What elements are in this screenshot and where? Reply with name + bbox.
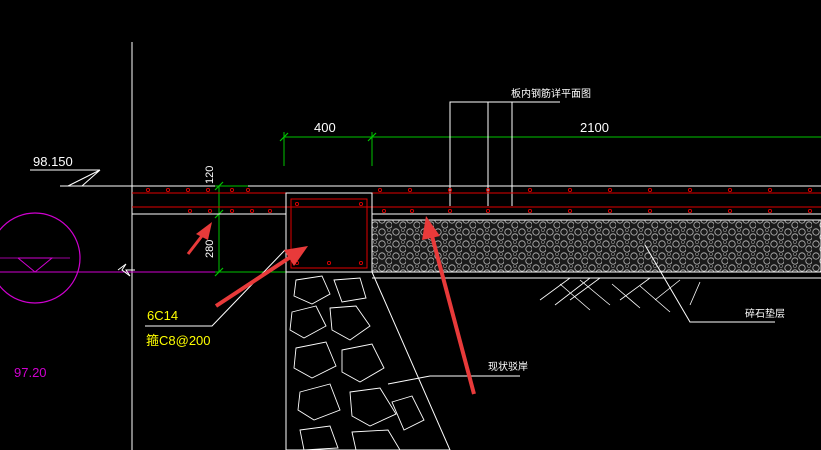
annotation-arrow-3 <box>422 216 476 395</box>
ground-hatch <box>539 277 701 313</box>
elev-bottom-label: 97.20 <box>14 365 47 380</box>
beam-outline <box>285 192 373 273</box>
dim-vertical-tick-1 <box>214 181 224 191</box>
dim-vertical-tick-3 <box>214 267 224 277</box>
existing-bank-label: 现状驳岸 <box>488 360 528 373</box>
rebar-stirrup-label: 箍C8@200 <box>146 333 211 348</box>
gravel-bed <box>371 219 821 273</box>
stone-revetment-stones <box>289 275 425 450</box>
gravel-layer-label: 碎石垫层 <box>745 307 785 320</box>
gravel-leader <box>644 244 775 323</box>
dim-400-label: 400 <box>314 120 336 135</box>
dim-280-label: 280 <box>204 240 216 258</box>
bank-leader <box>387 375 520 385</box>
elev-top-label: 98.150 <box>33 154 73 169</box>
annotation-arrow-1 <box>186 222 212 255</box>
rebar-main-label: 6C14 <box>147 308 178 323</box>
stone-revetment-outline <box>285 271 451 450</box>
beam-stirrup <box>290 198 368 269</box>
note-leader <box>449 101 560 206</box>
rebar-dots <box>145 187 813 266</box>
dim-tick-2 <box>367 132 377 142</box>
dim-tick-1 <box>279 132 289 142</box>
elev-top-triangle <box>67 169 101 187</box>
break-mark <box>117 263 135 277</box>
top-note-label: 板内钢筋详平面图 <box>511 87 591 100</box>
section-circle <box>0 212 81 304</box>
dim-120-label: 120 <box>204 166 216 184</box>
dim-2100-label: 2100 <box>580 120 609 135</box>
annotation-arrow-2 <box>214 246 308 308</box>
water-level-triangle <box>17 257 54 273</box>
